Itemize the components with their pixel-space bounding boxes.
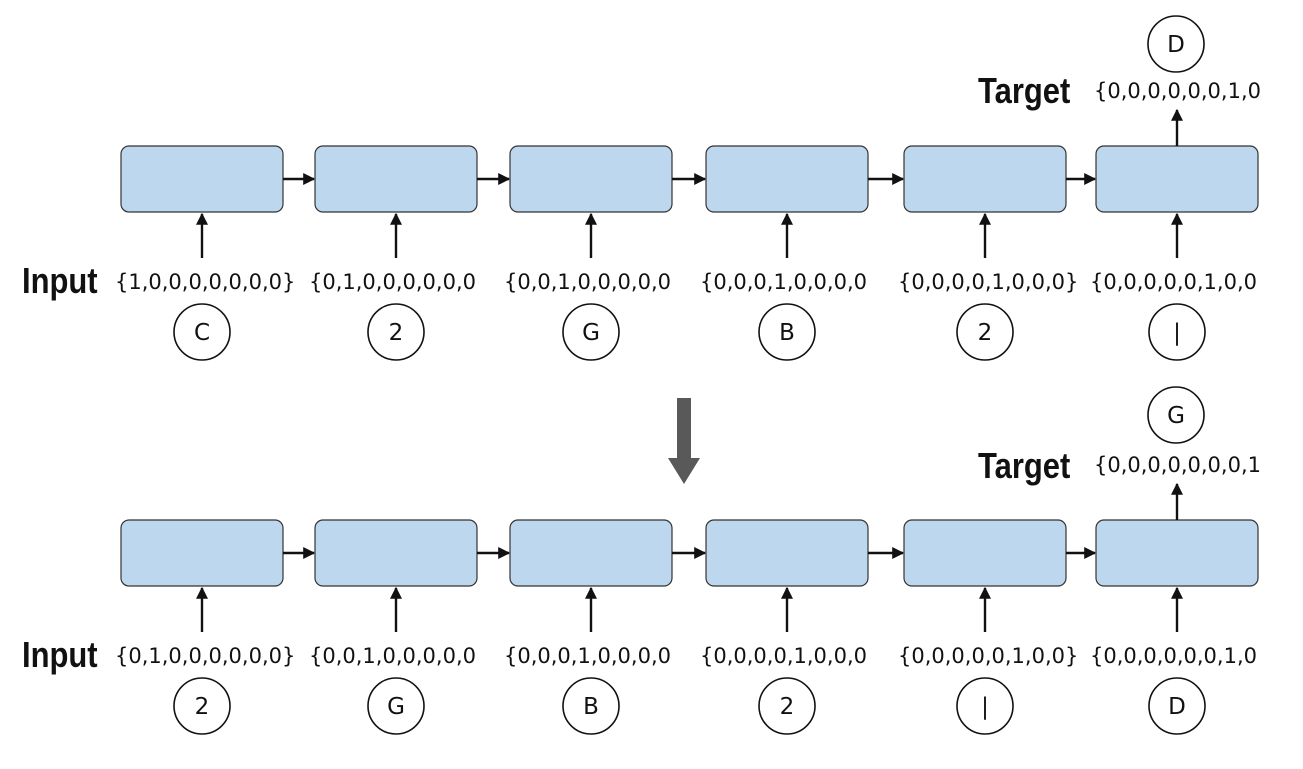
input-symbol: G (582, 320, 600, 346)
input-vector: {0,0,0,0,0,1,0,0 (1090, 270, 1257, 294)
input-symbol: 2 (978, 320, 993, 346)
input-label: Input (22, 262, 98, 302)
input-vector: {0,0,0,0,0,1,0,0} (898, 644, 1078, 668)
input-symbol: 2 (195, 694, 210, 720)
target-symbol-circle (1147, 15, 1205, 73)
input-symbol: G (387, 694, 405, 720)
input-vector: {0,0,1,0,0,0,0,0 (504, 270, 671, 294)
rnn-cell (705, 519, 869, 587)
input-symbol-circle (173, 303, 231, 361)
input-symbol: D (1168, 694, 1186, 720)
target-symbol: D (1167, 32, 1185, 58)
input-symbol-circle (956, 303, 1014, 361)
rnn-cell (314, 145, 478, 213)
input-symbol-circle (367, 677, 425, 735)
input-vector: {0,0,0,0,1,0,0,0 (700, 644, 867, 668)
rnn-cell (314, 519, 478, 587)
rnn-cell (903, 145, 1067, 213)
input-label: Input (22, 636, 98, 676)
input-symbol: 2 (780, 694, 795, 720)
target-vector: {0,0,0,0,0,0,0,1 (1094, 453, 1261, 477)
rnn-cell (903, 519, 1067, 587)
input-symbol-circle (758, 677, 816, 735)
input-vector: {0,1,0,0,0,0,0,0 (309, 270, 476, 294)
input-symbol-circle (758, 303, 816, 361)
input-symbol-circle (173, 677, 231, 735)
rnn-cell (1095, 519, 1259, 587)
input-symbol: 2 (389, 320, 404, 346)
rnn-cell (120, 519, 284, 587)
rnn-cell (120, 145, 284, 213)
input-symbol-circle (1148, 677, 1206, 735)
target-symbol-circle (1147, 386, 1205, 444)
input-symbol: B (583, 694, 599, 720)
rnn-cell (1095, 145, 1259, 213)
input-symbol: | (981, 694, 989, 720)
input-vector: {0,0,0,1,0,0,0,0 (504, 644, 671, 668)
input-symbol-circle (1148, 303, 1206, 361)
down-arrow-icon (668, 398, 700, 484)
input-symbol: B (779, 320, 795, 346)
target-vector: {0,0,0,0,0,0,1,0 (1094, 79, 1261, 103)
target-symbol: G (1167, 403, 1185, 429)
input-vector: {0,1,0,0,0,0,0,0} (115, 644, 295, 668)
input-vector: {0,0,1,0,0,0,0,0 (309, 644, 476, 668)
input-symbol-circle (562, 303, 620, 361)
target-label: Target (978, 72, 1070, 112)
rnn-cell (705, 145, 869, 213)
input-vector: {0,0,0,0,0,0,1,0 (1090, 644, 1257, 668)
input-vector: {0,0,0,0,1,0,0,0} (898, 270, 1078, 294)
input-symbol: C (194, 320, 210, 346)
input-vector: {0,0,0,1,0,0,0,0 (700, 270, 867, 294)
target-label: Target (978, 447, 1070, 487)
rnn-cell (509, 145, 673, 213)
input-symbol: | (1173, 320, 1181, 346)
rnn-cell (509, 519, 673, 587)
input-symbol-circle (367, 303, 425, 361)
input-symbol-circle (956, 677, 1014, 735)
input-symbol-circle (562, 677, 620, 735)
input-vector: {1,0,0,0,0,0,0,0} (115, 270, 295, 294)
